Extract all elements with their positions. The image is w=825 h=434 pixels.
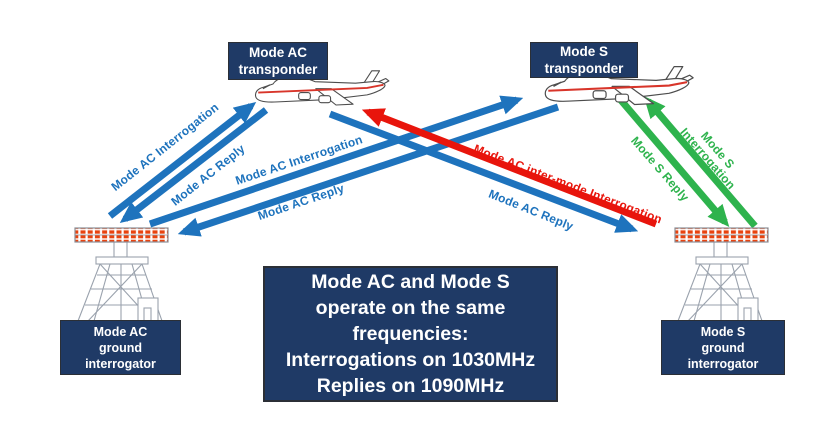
mode-ac-reply-arrow-cross — [177, 103, 560, 237]
mode-s-radar-icon — [674, 227, 769, 322]
box-line: ground — [98, 340, 143, 355]
info-line: Mode AC and Mode S — [311, 271, 510, 293]
box-line: interrogator — [687, 356, 759, 371]
info-line: Replies on 1090MHz — [316, 375, 505, 397]
mode-s-reply-arrow — [616, 95, 730, 228]
frequency-info-box: Mode AC and Mode S operate on the same f… — [263, 266, 558, 402]
mode-ac-aircraft-icon — [254, 70, 390, 106]
info-line: Interrogations on 1030MHz — [285, 349, 536, 371]
mode-ac-radar-icon — [74, 227, 169, 322]
mode-ac-interrogation-arrow-cross — [148, 95, 524, 228]
mode-ac-interrogation-arrow-left — [107, 101, 257, 219]
box-line: ground — [701, 340, 745, 355]
info-line: frequencies: — [352, 323, 469, 345]
box-line: Mode AC — [249, 45, 307, 60]
mode-s-aircraft-icon — [544, 65, 694, 106]
box-line: Mode AC — [93, 324, 148, 339]
box-line: transponder — [238, 62, 318, 77]
mode-ac-transponder-label-box: Mode AC transponder — [228, 42, 328, 80]
mode-s-interrogation-arrow — [643, 95, 758, 229]
mode-ac-reply-arrow-left — [119, 107, 269, 224]
info-line: operate on the same — [315, 297, 506, 319]
box-line: Mode S — [700, 324, 746, 339]
mode-s-transponder-label-box: Mode S transponder — [530, 42, 638, 78]
mode-ac-ground-interrogator-label-box: Mode AC ground interrogator — [60, 320, 181, 375]
box-line: interrogator — [85, 356, 156, 371]
box-line: transponder — [544, 61, 624, 76]
mode-ac-inter-mode-interrogation-arrow — [361, 108, 658, 228]
mode-s-ground-interrogator-label-box: Mode S ground interrogator — [661, 320, 785, 375]
mode-ac-reply-arrow-to-mode-s-ground — [328, 110, 639, 233]
box-line: Mode S — [559, 44, 608, 59]
